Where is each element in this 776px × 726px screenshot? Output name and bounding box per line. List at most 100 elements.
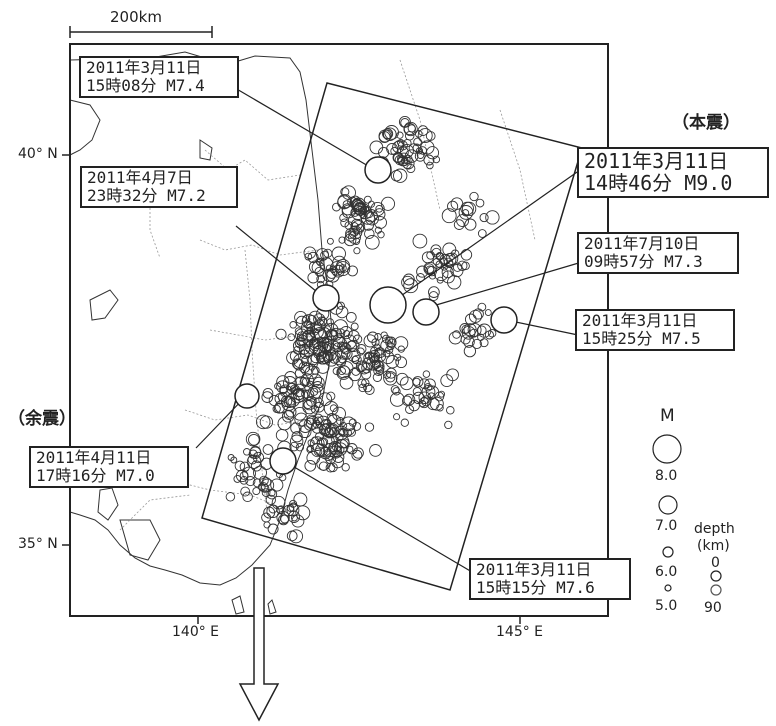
- aftershock-point: [412, 387, 422, 396]
- coastline: [69, 51, 333, 615]
- aftershock-point: [429, 396, 444, 411]
- aftershock-point: [289, 441, 299, 452]
- legend-depth-0: 0: [711, 555, 720, 571]
- aftershock-point: [309, 338, 322, 351]
- aftershock-point: [347, 428, 356, 437]
- aftershock-point: [294, 328, 309, 342]
- aftershock-point: [340, 218, 350, 228]
- aftershock-point: [380, 331, 388, 339]
- aftershock-point: [408, 399, 420, 412]
- aftershock-point: [364, 384, 375, 395]
- aftershock-point: [337, 193, 352, 209]
- callout-m73: 2011年7月10日 09時57分 M7.3: [577, 232, 739, 274]
- aftershock-point: [337, 341, 346, 350]
- aftershock-point: [322, 443, 338, 458]
- aftershock-point: [333, 319, 348, 335]
- aftershock-point: [259, 475, 269, 486]
- aftershock-point: [378, 131, 391, 144]
- aftershock-point: [326, 391, 336, 401]
- aftershock-point: [329, 327, 343, 341]
- aftershock-point: [306, 414, 317, 425]
- aftershock-point: [386, 342, 395, 351]
- aftershock-point: [279, 384, 292, 398]
- callout-time-mag: 23時32分 M7.2: [87, 185, 206, 205]
- aftershock-point: [290, 434, 304, 448]
- aftershock-point: [458, 205, 474, 220]
- aftershock-point: [441, 208, 457, 224]
- aftershock-point: [313, 416, 323, 426]
- aftershock-point: [276, 380, 290, 394]
- aftershock-point: [298, 419, 313, 433]
- aftershock-point: [393, 336, 409, 351]
- aftershock-point: [339, 326, 353, 340]
- aftershock-point: [318, 461, 329, 471]
- aftershock-point: [364, 234, 380, 250]
- aftershock-point: [257, 482, 266, 491]
- aftershock-point: [286, 503, 300, 517]
- aftershock-point: [318, 341, 329, 352]
- callout-date: 2011年3月11日: [582, 311, 698, 330]
- aftershock-point: [414, 150, 426, 162]
- legend-depth-90: 90: [704, 600, 722, 616]
- aftershock-point: [310, 366, 320, 375]
- aftershock-point: [364, 352, 373, 360]
- aftershock-point: [367, 200, 375, 208]
- aftershock-point: [315, 443, 329, 457]
- aftershock-point: [239, 475, 249, 485]
- aftershock-point: [463, 344, 477, 358]
- aftershock-point: [352, 237, 361, 245]
- callout-time-mag: 15時25分 M7.5: [582, 328, 701, 348]
- aftershock-point: [386, 142, 399, 155]
- aftershock-point: [295, 505, 311, 521]
- aftershock-point: [310, 321, 323, 334]
- aftershock-point: [472, 308, 484, 320]
- aftershock-point: [338, 236, 346, 244]
- aftershock-point: [345, 228, 356, 239]
- aftershock-point: [390, 385, 400, 394]
- aftershock-point: [326, 267, 338, 279]
- aftershock-points: [225, 115, 513, 544]
- depth-legend-symbols: [710, 570, 722, 596]
- aftershock-point: [283, 396, 296, 408]
- aftershock-point: [382, 349, 391, 358]
- aftershock-point: [363, 195, 372, 204]
- aftershock-point: [431, 247, 442, 258]
- aftershock-point: [268, 504, 278, 514]
- aftershock-point: [323, 344, 331, 352]
- aftershock-point: [452, 262, 463, 272]
- aftershock-point: [290, 384, 300, 395]
- aftershock-point: [249, 446, 262, 459]
- aftershock-point: [395, 372, 409, 386]
- aftershock-point: [326, 413, 338, 424]
- aftershock-point: [456, 214, 470, 228]
- aftershock-point: [261, 488, 271, 497]
- aftershock-point: [306, 396, 317, 407]
- aftershock-point: [325, 426, 337, 439]
- aftershock-point: [352, 200, 366, 213]
- aftershock-point: [366, 356, 380, 371]
- callout-time-mag: 15時08分 M7.4: [86, 75, 205, 95]
- lon-label-140: 140° E: [172, 624, 220, 640]
- aftershock-point: [347, 339, 360, 353]
- aftershock-point: [225, 492, 236, 502]
- aftershock-point: [316, 258, 325, 267]
- aftershock-point: [428, 286, 440, 298]
- aftershock-tag: （余震）: [8, 409, 76, 429]
- aftershock-point: [353, 247, 361, 255]
- aftershock-point: [270, 478, 284, 492]
- aftershock-point: [447, 275, 462, 290]
- aftershock-point: [291, 431, 303, 443]
- aftershock-point: [402, 159, 412, 170]
- aftershock-point: [303, 320, 312, 329]
- aftershock-point: [245, 476, 256, 487]
- aftershock-point: [242, 491, 253, 503]
- aftershock-point: [424, 378, 436, 391]
- event-m73: [412, 298, 440, 326]
- aftershock-point: [337, 366, 346, 376]
- aftershock-point: [475, 198, 485, 208]
- aftershock-point: [471, 338, 482, 350]
- aftershock-point: [234, 460, 246, 472]
- aftershock-point: [460, 249, 473, 261]
- callout-time-mag: 09時57分 M7.3: [584, 251, 703, 271]
- aftershock-point: [383, 371, 398, 386]
